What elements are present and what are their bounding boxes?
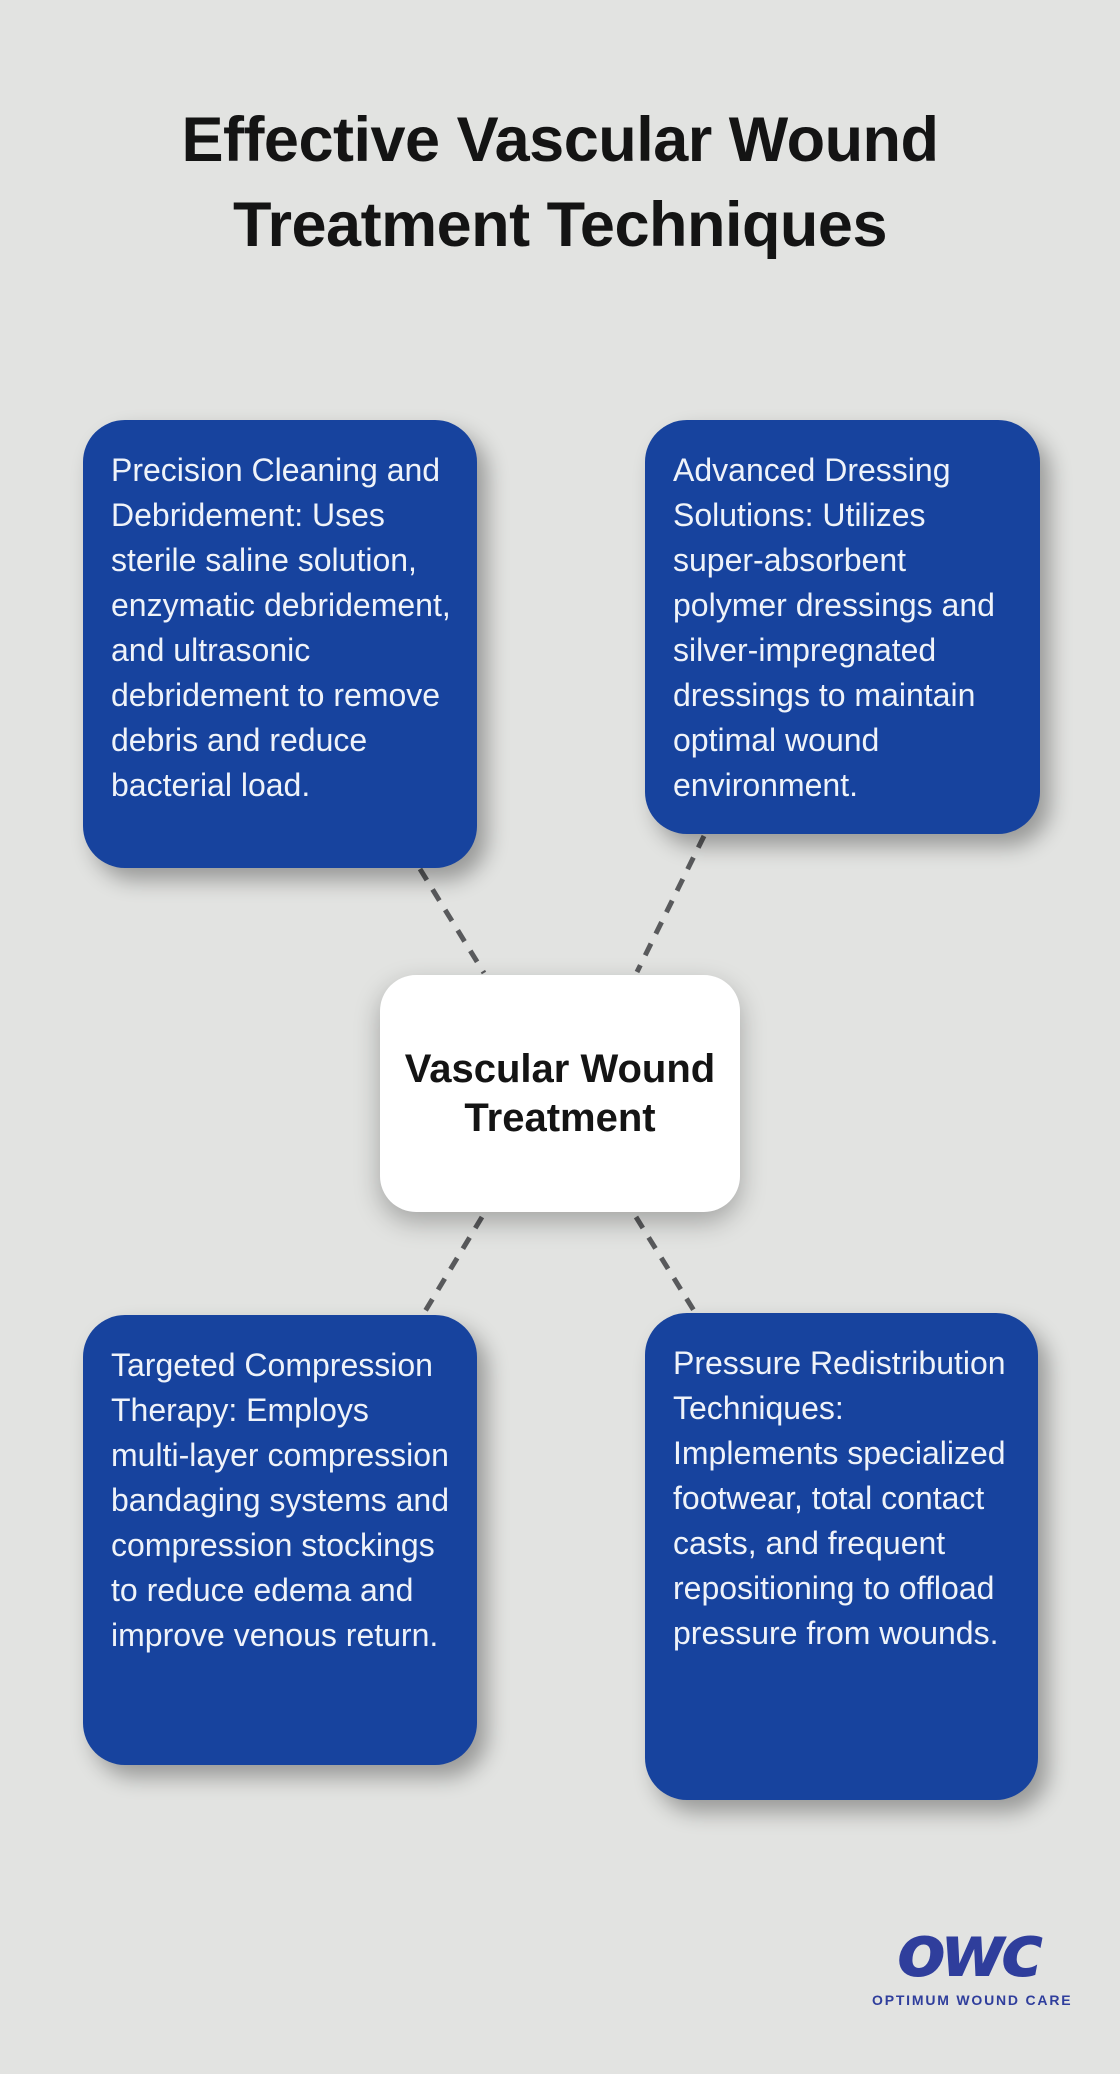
node-targeted-compression-therapy-text: Targeted Compression Therapy: Employs mu… [111, 1347, 449, 1653]
connector-bottom-right [633, 1215, 704, 1324]
center-node-label: Vascular Wound Treatment [405, 1045, 715, 1143]
node-targeted-compression-therapy: Targeted Compression Therapy: Employs mu… [83, 1315, 477, 1765]
brand-logo: OWC OPTIMUM WOUND CARE [872, 1909, 1073, 2008]
connector-bottom-left [418, 1215, 485, 1320]
logo-owc-script: OWC [896, 1909, 1044, 1993]
node-precision-cleaning-debridement-text: Precision Cleaning and Debridement: Uses… [111, 452, 451, 803]
node-advanced-dressing-solutions-text: Advanced Dressing Solutions: Utilizes su… [673, 452, 995, 803]
center-node: Vascular Wound Treatment [380, 975, 740, 1212]
logo-tagline: OPTIMUM WOUND CARE [872, 1992, 1073, 2008]
page-title-line-1: Effective Vascular Wound [181, 105, 939, 175]
node-precision-cleaning-debridement: Precision Cleaning and Debridement: Uses… [83, 420, 477, 868]
node-advanced-dressing-solutions: Advanced Dressing Solutions: Utilizes su… [645, 420, 1040, 834]
page-title: Effective Vascular Wound Treatment Techn… [0, 98, 1120, 268]
node-pressure-redistribution-techniques: Pressure Redistribution Techniques: Impl… [645, 1313, 1038, 1800]
node-pressure-redistribution-techniques-text: Pressure Redistribution Techniques: Impl… [673, 1345, 1006, 1651]
page-title-line-2: Treatment Techniques [233, 190, 888, 260]
center-node-label-line-1: Vascular Wound [404, 1046, 716, 1091]
connector-top-right [634, 834, 707, 974]
center-node-label-line-2: Treatment [464, 1095, 656, 1140]
connector-top-left [417, 867, 487, 975]
